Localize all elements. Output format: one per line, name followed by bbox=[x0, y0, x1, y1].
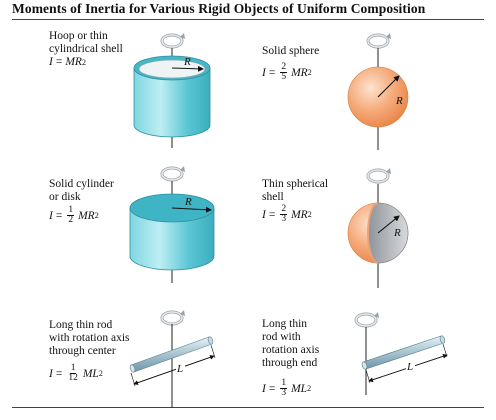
spherical-shell-numerator: 2 bbox=[280, 204, 288, 215]
rod-center-name-line-1: Long thin rod bbox=[49, 319, 113, 331]
rotation-arrow-icon bbox=[366, 168, 391, 184]
solid-sphere-radius-label: R bbox=[395, 95, 403, 107]
spherical-shell-fraction: 2 3 bbox=[280, 204, 288, 224]
solid-sphere-drawing: R bbox=[347, 48, 409, 150]
solid-sphere-denominator: 5 bbox=[281, 72, 287, 82]
rod-center-name-line-3: through center bbox=[49, 345, 116, 357]
hoop-name: Hoop or thin cylindrical shell bbox=[49, 30, 123, 56]
solid-cylinder-numerator: 1 bbox=[67, 205, 75, 216]
rod-center-formula-exp: 2 bbox=[98, 369, 103, 378]
spherical-shell-formula-exp: 2 bbox=[307, 210, 312, 219]
rod-end-formula-lhs: I bbox=[262, 382, 266, 395]
solid-sphere-formula-exp: 2 bbox=[307, 68, 312, 77]
top-rule bbox=[12, 19, 484, 20]
rotation-arrow-icon bbox=[366, 33, 391, 49]
rod-center-fraction: 1 12 bbox=[67, 363, 79, 383]
rod-center-formula-eq: = bbox=[55, 367, 63, 380]
hoop-formula-exp: 2 bbox=[81, 57, 86, 67]
rod-end-name-line-3: rotation axis bbox=[262, 344, 320, 356]
solid-cylinder-denominator: 2 bbox=[68, 215, 74, 225]
solid-cylinder-formula-exp: 2 bbox=[94, 211, 99, 220]
spherical-shell-name-line-1: Thin spherical bbox=[262, 178, 329, 190]
spherical-shell-formula-lhs: I bbox=[262, 208, 266, 221]
spherical-shell-formula-eq: = bbox=[268, 208, 276, 221]
bottom-rule bbox=[12, 407, 484, 408]
solid-cylinder-name: Solid cylinder or disk bbox=[49, 178, 114, 204]
rod-center-name-line-2: with rotation axis bbox=[49, 332, 130, 344]
solid-cylinder-radius-label: R bbox=[184, 196, 192, 208]
rod-end-formula-exp: 2 bbox=[307, 384, 312, 393]
solid-sphere-numerator: 2 bbox=[280, 62, 288, 73]
hoop-drawing: R bbox=[133, 48, 211, 148]
solid-sphere-formula-lhs: I bbox=[262, 66, 266, 79]
solid-sphere-name-line-1: Solid sphere bbox=[262, 45, 320, 57]
solid-sphere-fraction: 2 5 bbox=[280, 62, 288, 82]
rod-center-name: Long thin rod with rotation axis through… bbox=[49, 319, 130, 358]
solid-sphere-formula-body: MR bbox=[291, 66, 308, 79]
spherical-shell-drawing: R bbox=[347, 184, 409, 288]
solid-cylinder-name-line-2: or disk bbox=[49, 191, 81, 203]
solid-sphere-formula-eq: = bbox=[268, 66, 276, 79]
hoop-formula-body: MR bbox=[65, 56, 82, 68]
solid-cylinder-formula-lhs: I bbox=[49, 209, 53, 222]
rod-center-numerator: 1 bbox=[69, 363, 77, 374]
rod-end-fraction: 1 3 bbox=[280, 378, 288, 398]
rotation-arrow-icon bbox=[160, 166, 185, 182]
hoop-radius-label: R bbox=[183, 56, 191, 68]
rod-end-formula-eq: = bbox=[268, 382, 276, 395]
hoop-name-line-1: Hoop or thin bbox=[49, 30, 108, 42]
spherical-shell-name-line-2: shell bbox=[262, 191, 284, 203]
rod-end-name: Long thin rod with rotation axis through… bbox=[262, 318, 319, 370]
rod-end-numerator: 1 bbox=[280, 378, 288, 389]
spherical-shell-formula-body: MR bbox=[291, 208, 308, 221]
spherical-shell-name: Thin spherical shell bbox=[262, 178, 328, 204]
rod-end-length-label: L bbox=[406, 361, 413, 373]
hoop-formula-eq: = bbox=[55, 56, 63, 68]
solid-cylinder-formula-body: MR bbox=[78, 209, 95, 222]
rod-end-name-line-2: rod with bbox=[262, 331, 301, 343]
solid-cylinder-drawing: R bbox=[129, 181, 215, 283]
rod-end-denominator: 3 bbox=[281, 388, 287, 398]
rotation-arrow-icon bbox=[354, 312, 379, 328]
solid-sphere-name: Solid sphere bbox=[262, 45, 319, 58]
rod-end-drawing: L bbox=[361, 327, 448, 395]
hoop-name-line-2: cylindrical shell bbox=[49, 43, 123, 55]
solid-cylinder-name-line-1: Solid cylinder bbox=[49, 178, 114, 190]
rod-end-name-line-4: through end bbox=[262, 357, 318, 369]
figure-title: Moments of Inertia for Various Rigid Obj… bbox=[12, 1, 426, 16]
solid-cylinder-formula-eq: = bbox=[55, 209, 63, 222]
hoop-formula-lhs: I bbox=[49, 56, 53, 68]
spherical-shell-denominator: 3 bbox=[281, 214, 287, 224]
rotation-arrow-icon bbox=[160, 33, 185, 49]
rod-end-name-line-1: Long thin bbox=[262, 318, 308, 330]
rod-center-length-label: L bbox=[176, 363, 183, 375]
solid-cylinder-fraction: 1 2 bbox=[67, 205, 75, 225]
rod-center-formula-lhs: I bbox=[49, 367, 53, 380]
rod-end-formula-body: ML bbox=[291, 382, 308, 395]
spherical-shell-radius-label: R bbox=[393, 227, 401, 239]
rod-center-drawing: L bbox=[129, 324, 216, 408]
rod-center-formula-body: ML bbox=[82, 367, 99, 380]
rod-center-denominator: 12 bbox=[68, 373, 78, 383]
rotation-arrow-icon bbox=[160, 310, 185, 326]
